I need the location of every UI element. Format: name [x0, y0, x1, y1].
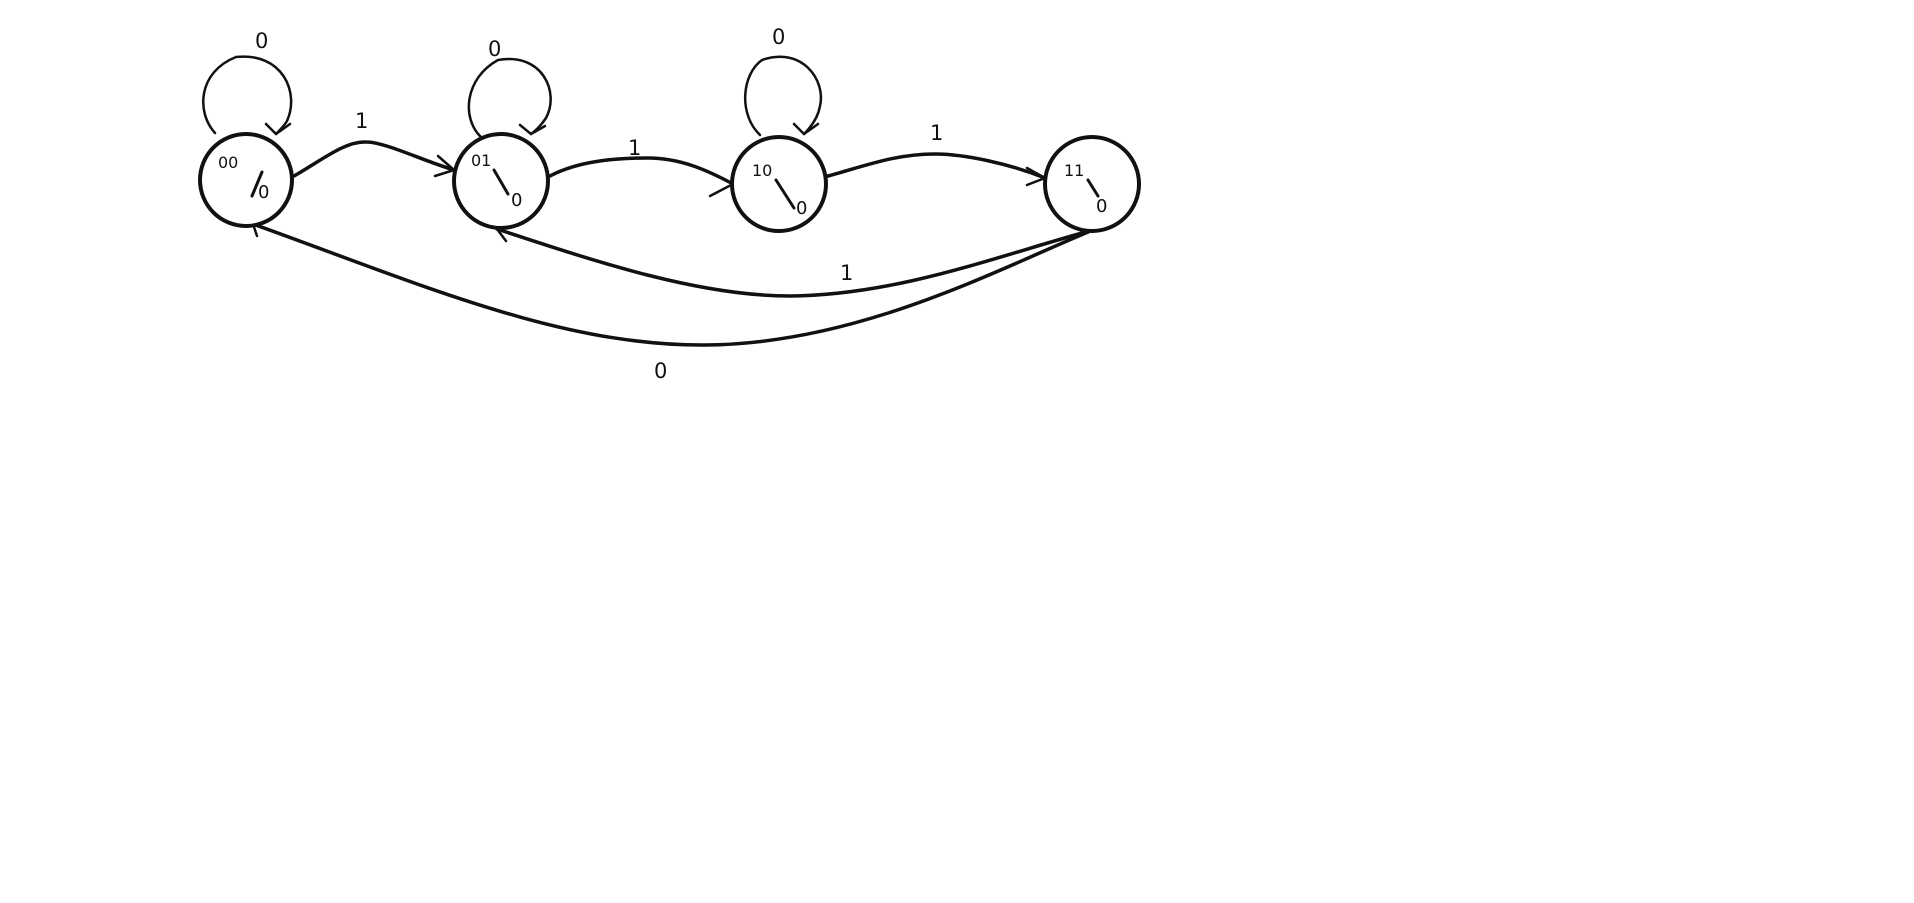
label-s11-s01: 1 [840, 261, 853, 285]
self-loop-s00 [202, 55, 293, 136]
state-s01: 01 0 [452, 132, 550, 230]
self-loop-s01 [467, 57, 552, 139]
transition-s01-s10 [548, 156, 735, 198]
label-s01-s10: 1 [628, 136, 641, 160]
state-output: 0 [511, 190, 522, 211]
transition-s00-s01 [292, 140, 456, 178]
state-code: 10 [752, 161, 772, 180]
state-output: 0 [796, 198, 807, 219]
state-s11: 11 0 [1043, 135, 1141, 233]
state-code: 11 [1064, 161, 1084, 180]
label-s10-s11: 1 [930, 121, 943, 145]
label-loop-s10: 0 [772, 25, 785, 49]
state-code: 01 [471, 151, 491, 170]
state-output: 0 [1096, 196, 1107, 217]
state-code: 00 [218, 153, 238, 172]
label-loop-s01: 0 [488, 37, 501, 61]
state-output: 0 [258, 182, 269, 203]
self-loop-s10 [744, 55, 823, 137]
label-s11-s00: 0 [654, 359, 667, 383]
state-s10: 10 0 [730, 135, 828, 233]
label-s00-s01: 1 [355, 109, 368, 133]
label-loop-s00: 0 [255, 29, 268, 53]
transition-s10-s11 [826, 152, 1047, 187]
state-s00: 00 0 [198, 132, 294, 228]
transition-s11-s01 [495, 222, 1095, 298]
